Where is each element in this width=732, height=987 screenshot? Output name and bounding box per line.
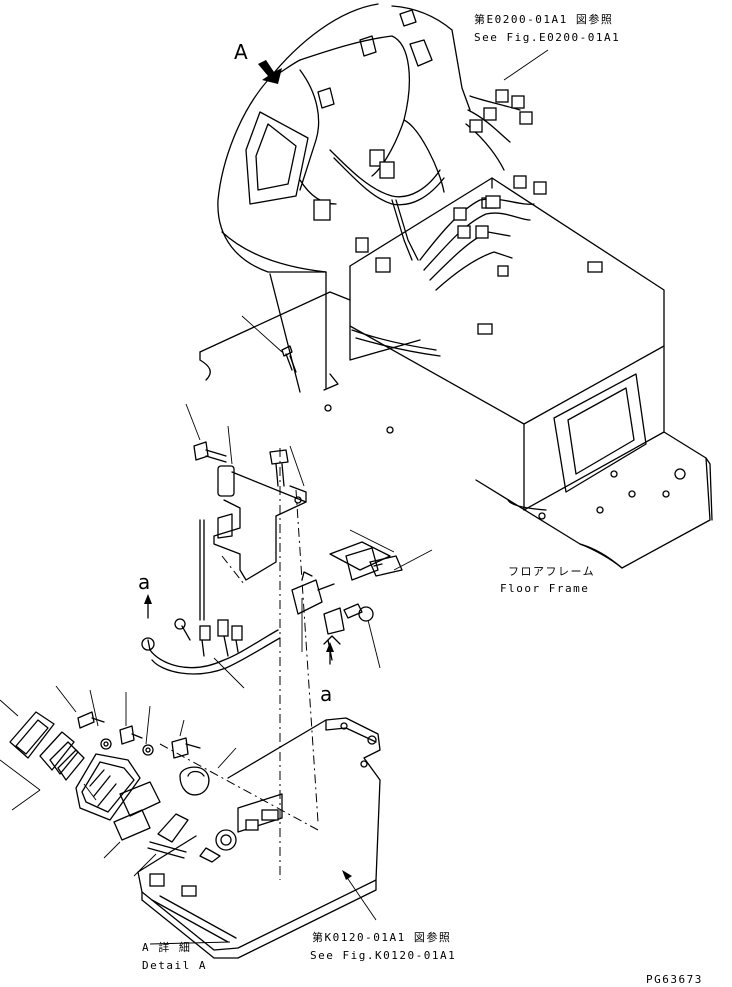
floor-frame-jp: フロアフレーム	[508, 565, 596, 578]
detail-a-jp: A 詳 細	[142, 941, 192, 954]
console-housing	[217, 3, 471, 393]
harness-upper	[299, 89, 533, 273]
marker-a-upper: a	[138, 570, 151, 594]
ref-e0200-jp: 第E0200-01A1 図参照	[474, 13, 614, 26]
floor-frame-en: Floor Frame	[500, 582, 590, 595]
arrow-markers	[144, 594, 334, 665]
leader-k0120	[342, 870, 377, 921]
relay-connectors	[291, 571, 374, 661]
ref-k0120-en: See Fig.K0120-01A1	[310, 949, 457, 962]
floor-frame	[199, 177, 713, 569]
bracket-plate	[213, 471, 403, 581]
lower-cover	[137, 717, 381, 959]
view-arrow-a	[258, 60, 282, 84]
detail-a-components	[9, 711, 210, 859]
ref-k0120-jp: 第K0120-01A1 図参照	[312, 931, 452, 944]
bolts-middle	[193, 345, 297, 539]
detail-a-en: Detail A	[142, 959, 207, 972]
harness-frame	[351, 175, 547, 357]
harness-middle	[141, 519, 281, 675]
marker-a-lower: a	[320, 682, 333, 706]
view-label-a: A	[234, 40, 248, 64]
ref-e0200-en: See Fig.E0200-01A1	[474, 31, 621, 44]
drawing-number: PG63673	[646, 973, 703, 986]
center-lines	[159, 448, 319, 880]
